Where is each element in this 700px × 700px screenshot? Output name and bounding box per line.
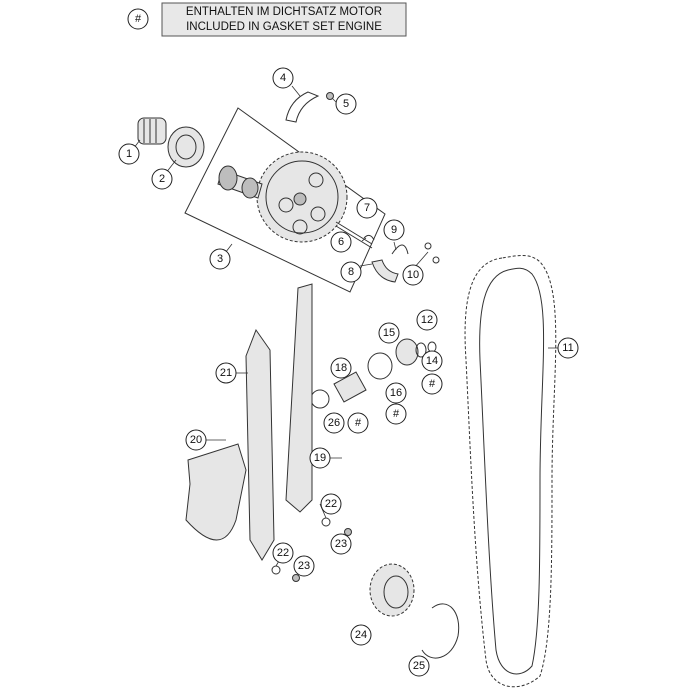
svg-text:18: 18 [335, 362, 347, 374]
svg-text:4: 4 [280, 72, 286, 84]
oring-26 [310, 389, 330, 409]
timing-chain-11 [464, 255, 557, 688]
callout-22-lower: 22 [272, 542, 294, 564]
callout-7: 7 [356, 197, 378, 219]
callout-1: 1 [118, 143, 140, 165]
callout-10: 10 [402, 264, 424, 286]
callout-12: 12 [416, 309, 438, 331]
screw-10a [424, 242, 432, 250]
svg-text:7: 7 [364, 202, 370, 214]
svg-text:23: 23 [335, 538, 347, 550]
svg-text:9: 9 [391, 224, 397, 236]
svg-text:19: 19 [314, 452, 326, 464]
guide-bracket-20 [185, 443, 247, 541]
callout-5: 5 [335, 93, 357, 115]
svg-text:8: 8 [348, 266, 354, 278]
washer-12 [415, 342, 427, 358]
callout-2: 2 [151, 168, 173, 190]
callout-24: 24 [350, 624, 372, 646]
legend: # ENTHALTEN IM DICHTSATZ MOTOR INCLUDED … [127, 2, 407, 37]
callout-26: 26 [323, 412, 345, 434]
needle-bearing-1 [137, 117, 167, 145]
washer-22b [271, 565, 281, 575]
svg-text:15: 15 [383, 327, 395, 339]
spring-7 [363, 234, 375, 241]
svg-text:12: 12 [421, 314, 433, 326]
svg-text:23: 23 [298, 560, 310, 572]
callout-14: 14 [421, 350, 443, 372]
spring-9 [391, 244, 409, 255]
callout-gasket-marker-26: # [347, 412, 369, 434]
svg-text:24: 24 [355, 629, 367, 641]
callout-11: 11 [557, 337, 579, 359]
svg-text:11: 11 [562, 342, 573, 354]
callout-25: 25 [408, 655, 430, 677]
legend-box [161, 2, 407, 37]
callout-3: 3 [209, 248, 231, 270]
bolt-5 [326, 92, 334, 100]
circlip-25 [421, 603, 460, 659]
camshaft [217, 165, 263, 199]
svg-text:5: 5 [343, 98, 349, 110]
callout-23-upper: 23 [330, 533, 352, 555]
callout-18: 18 [330, 357, 352, 379]
callout-23-lower: 23 [293, 555, 315, 577]
bolt-23a [344, 528, 352, 536]
callout-8: 8 [340, 261, 362, 283]
bolt-23b [292, 574, 300, 582]
svg-text:#: # [429, 378, 436, 390]
tensioner-18 [333, 371, 367, 403]
lever-8 [371, 259, 399, 283]
legend-line-1: ENTHALTEN IM DICHTSATZ MOTOR [186, 6, 382, 18]
callout-gasket-marker-16: # [385, 403, 407, 425]
callout-4: 4 [272, 67, 294, 89]
svg-text:14: 14 [426, 355, 438, 367]
svg-text:#: # [355, 417, 362, 429]
svg-text:21: 21 [220, 367, 232, 379]
svg-text:#: # [135, 13, 142, 25]
svg-text:2: 2 [159, 173, 165, 185]
svg-text:6: 6 [338, 236, 344, 248]
callout-20: 20 [185, 429, 207, 451]
washer-22a [321, 517, 331, 527]
camshaft-sprocket [256, 151, 348, 243]
chain-guide-19 [285, 283, 313, 513]
svg-text:#: # [393, 408, 400, 420]
svg-text:20: 20 [190, 434, 202, 446]
callout-gasket-marker-14: # [421, 373, 443, 395]
svg-text:25: 25 [413, 660, 425, 672]
callout-15: 15 [378, 322, 400, 344]
svg-text:3: 3 [217, 253, 223, 265]
seal-ring-16 [367, 352, 393, 380]
svg-text:26: 26 [328, 417, 340, 429]
svg-text:10: 10 [407, 269, 419, 281]
fork-4 [285, 91, 320, 123]
callout-19: 19 [309, 447, 331, 469]
bearing-2 [167, 126, 205, 168]
tensioner-rail-21 [245, 328, 275, 561]
crank-sprocket-24 [369, 563, 415, 617]
legend-symbol: # [127, 8, 149, 30]
svg-text:22: 22 [325, 498, 337, 510]
svg-text:1: 1 [126, 148, 132, 160]
legend-line-2: INCLUDED IN GASKET SET ENGINE [186, 21, 382, 33]
svg-text:16: 16 [390, 387, 402, 399]
callout-16: 16 [385, 382, 407, 404]
screw-10b [432, 256, 440, 264]
svg-text:22: 22 [277, 547, 289, 559]
callout-21: 21 [215, 362, 237, 384]
callout-9: 9 [383, 219, 405, 241]
pin-6 [335, 221, 373, 245]
tensioner-cap-15 [395, 338, 419, 366]
callout-6: 6 [330, 231, 352, 253]
callout-22-upper: 22 [320, 493, 342, 515]
